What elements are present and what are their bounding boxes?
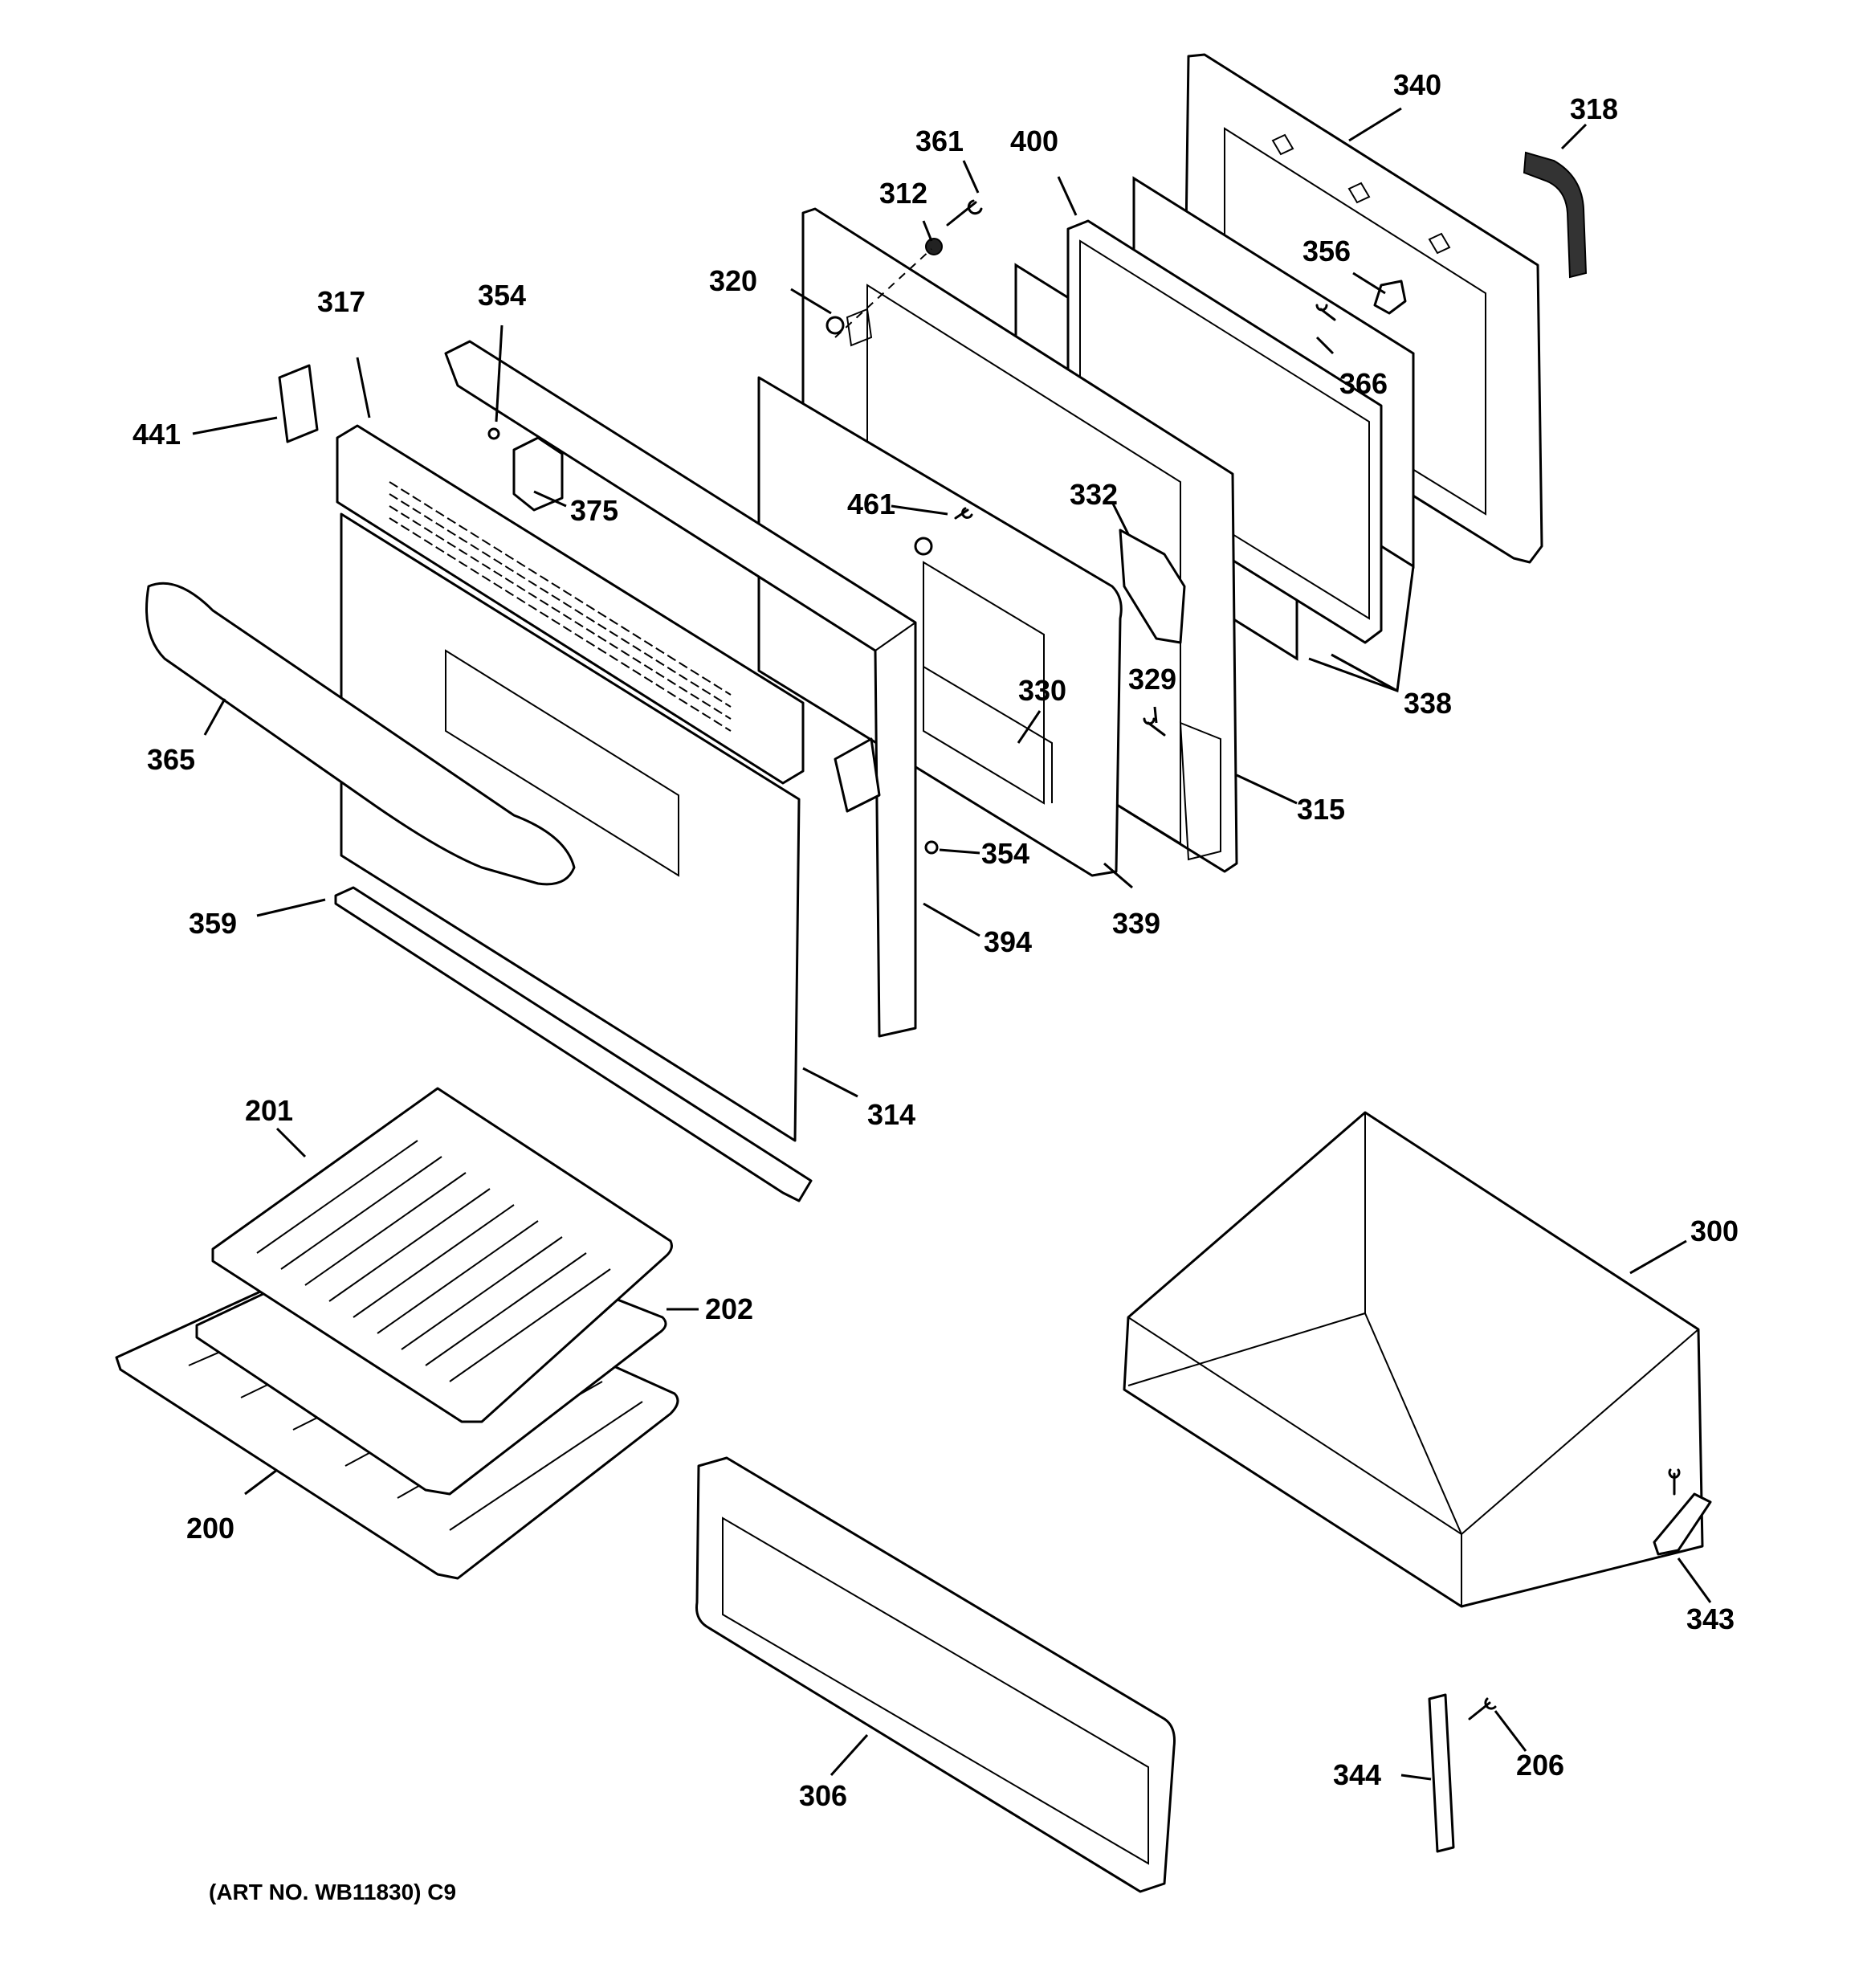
part-361-screw xyxy=(946,199,983,227)
part-318-gasket xyxy=(1523,151,1588,279)
part-312-washer xyxy=(925,238,943,255)
callout-354a: 354 xyxy=(478,279,526,312)
part-306-drawer-front xyxy=(695,1456,1176,1893)
part-375-bracket xyxy=(512,436,564,512)
callout-361: 361 xyxy=(915,125,964,157)
part-461-washer xyxy=(914,537,933,556)
callout-206: 206 xyxy=(1516,1749,1564,1782)
callout-344: 344 xyxy=(1333,1758,1381,1791)
callout-394: 394 xyxy=(984,925,1032,958)
leader-lines xyxy=(192,107,1712,1781)
part-354-screw-a xyxy=(487,427,500,440)
part-394-door-frame-side xyxy=(444,340,917,1038)
part-344-drawer-rail xyxy=(1428,1693,1455,1853)
callout-330: 330 xyxy=(1018,674,1066,707)
callout-312: 312 xyxy=(879,177,927,210)
part-365-door-handle xyxy=(145,582,576,886)
callout-338: 338 xyxy=(1404,687,1452,720)
part-300-drawer-box xyxy=(1123,1111,1704,1608)
callout-300: 300 xyxy=(1690,1214,1739,1247)
callout-441: 441 xyxy=(132,418,181,451)
part-339-door-liner xyxy=(757,376,1123,877)
callout-314: 314 xyxy=(867,1098,915,1131)
part-343-glide xyxy=(1653,1492,1712,1556)
callout-202: 202 xyxy=(705,1292,753,1325)
callout-320: 320 xyxy=(709,264,757,297)
callout-343: 343 xyxy=(1686,1602,1735,1635)
callout-354b: 354 xyxy=(981,837,1029,870)
art-number: (ART NO. WB11830) C9 xyxy=(209,1880,456,1904)
callout-375: 375 xyxy=(570,494,618,527)
part-317-vent-trim xyxy=(336,424,805,785)
callout-318: 318 xyxy=(1570,92,1618,125)
callout-365: 365 xyxy=(147,743,195,776)
part-329-screw xyxy=(1143,717,1166,737)
callout-labels: 340 318 361 400 312 356 320 354 317 366 … xyxy=(132,68,1739,1904)
part-201-broiler-grid xyxy=(211,1087,673,1423)
callout-201: 201 xyxy=(245,1094,293,1127)
callout-200: 200 xyxy=(186,1512,234,1545)
callout-366: 366 xyxy=(1339,367,1388,400)
callout-332: 332 xyxy=(1070,478,1118,511)
part-206-screw xyxy=(1468,1697,1497,1721)
part-343-screw xyxy=(1668,1468,1681,1496)
part-359-bottom-trim xyxy=(334,886,813,1202)
callout-329: 329 xyxy=(1128,663,1176,696)
callout-356: 356 xyxy=(1302,235,1351,267)
callout-315: 315 xyxy=(1297,793,1345,826)
callout-340: 340 xyxy=(1393,68,1441,101)
part-356-bracket xyxy=(1373,280,1407,315)
part-354-screw-b xyxy=(924,840,939,855)
part-366-screw xyxy=(1315,304,1336,321)
part-hinge-plate xyxy=(834,737,881,813)
callout-317: 317 xyxy=(317,285,365,318)
callout-306: 306 xyxy=(799,1779,847,1812)
part-441-bracket xyxy=(278,364,319,443)
part-332-insulation xyxy=(1119,529,1186,644)
callout-400: 400 xyxy=(1010,125,1058,157)
callout-339: 339 xyxy=(1112,907,1160,940)
callout-461: 461 xyxy=(847,488,895,520)
callout-359: 359 xyxy=(189,907,237,940)
part-320-hole xyxy=(826,316,845,335)
part-461-screw xyxy=(954,507,973,520)
